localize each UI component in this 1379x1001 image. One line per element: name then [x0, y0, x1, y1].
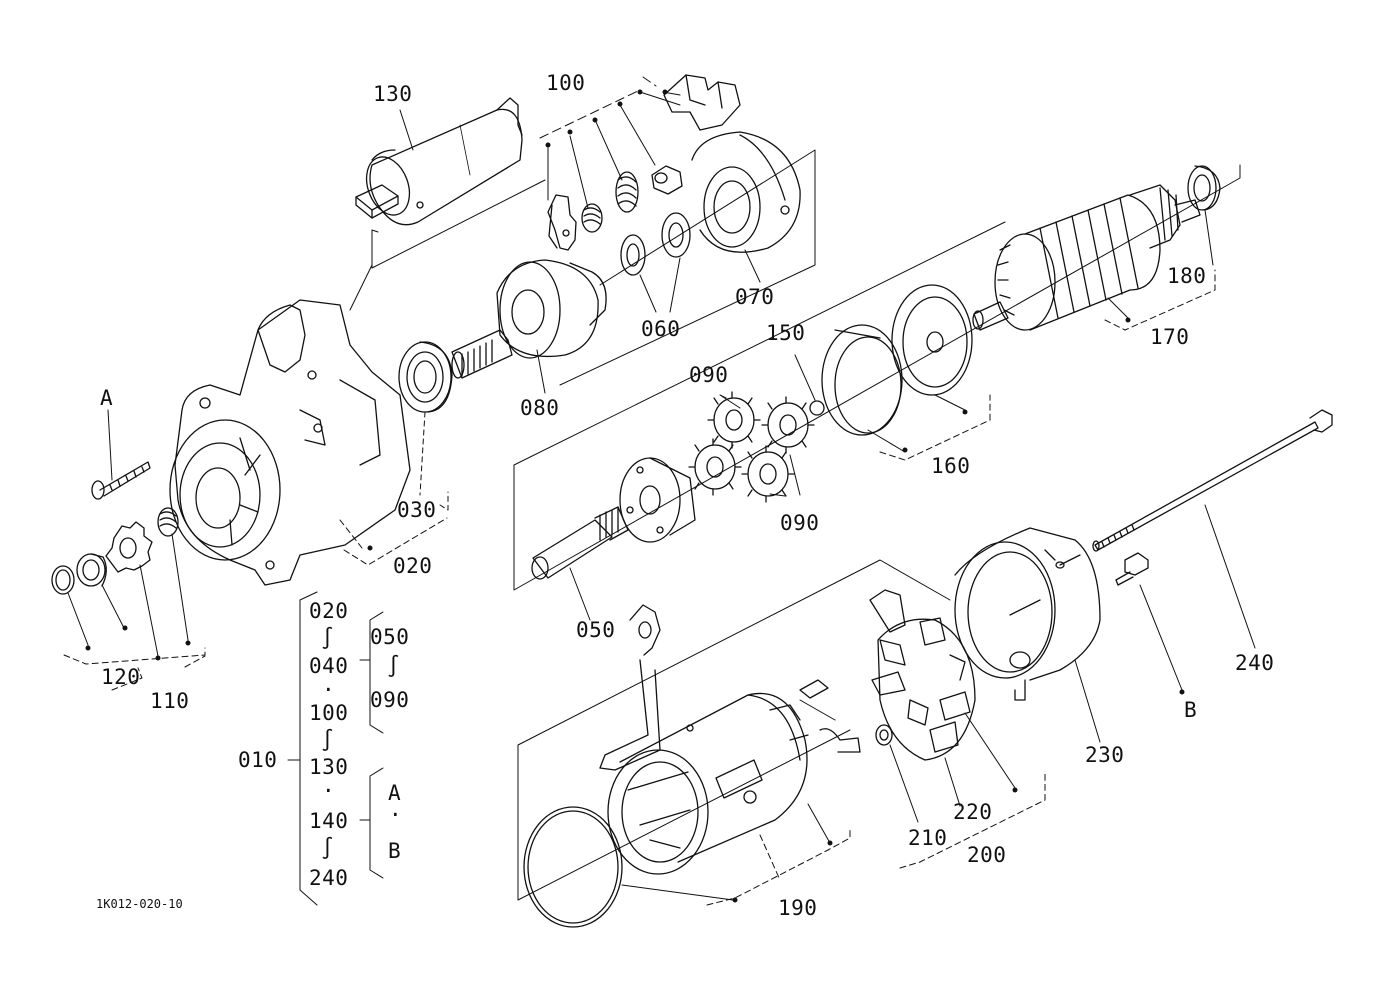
callout-150: 150	[766, 321, 806, 345]
callout-090-bottom: 090	[780, 511, 820, 535]
front-bracket-part	[169, 299, 411, 586]
assembly-010: 010	[238, 748, 278, 772]
callout-070: 070	[735, 285, 775, 309]
index-dot-2: ·	[322, 779, 336, 803]
terminal-cover-part	[663, 74, 741, 131]
rear-bearing-part	[1187, 165, 1221, 211]
leader-lines	[63, 76, 1256, 906]
index-100: 100	[309, 701, 349, 725]
callout-ref-b: B	[1184, 698, 1198, 722]
solenoid-switch-part	[355, 97, 523, 226]
clutch-shaft-part	[451, 259, 607, 379]
callout-130: 130	[373, 82, 413, 106]
callout-120: 120	[101, 665, 141, 689]
planet-gear-part	[688, 391, 815, 503]
brush-holder-part	[869, 589, 976, 761]
brush-lead-part	[799, 679, 861, 753]
washer-part	[620, 212, 691, 276]
index-040: 040	[309, 654, 349, 678]
callout-160: 160	[931, 454, 971, 478]
brush-spring-part	[875, 724, 893, 746]
index-sub-dot: ·	[389, 803, 403, 827]
index-a: A	[388, 781, 402, 805]
screw-a-part	[91, 461, 151, 500]
index-sub-wave: ∫	[387, 654, 401, 678]
callout-080: 080	[520, 396, 560, 420]
callout-200: 200	[967, 843, 1007, 867]
callout-dots	[85, 89, 1185, 903]
pinion-gear-part	[105, 521, 153, 573]
index-dot-1: ·	[322, 678, 336, 702]
internal-gear-part	[821, 324, 903, 436]
end-housing-part	[691, 131, 801, 253]
packing-plate-part	[891, 284, 973, 396]
index-050: 050	[370, 625, 410, 649]
index-020: 020	[309, 599, 349, 623]
spring-pinion-part	[157, 507, 179, 537]
armature-part	[972, 184, 1201, 331]
o-ring-part	[523, 806, 623, 928]
index-240: 240	[309, 866, 349, 890]
callout-220: 220	[953, 800, 993, 824]
callout-050: 050	[576, 618, 616, 642]
callout-ref-a: A	[100, 386, 114, 410]
plunger-part	[651, 165, 683, 195]
callout-170: 170	[1150, 325, 1190, 349]
spring-large-part	[615, 171, 639, 213]
screw-b-part	[1115, 552, 1149, 586]
index-b: B	[388, 839, 402, 863]
index-090: 090	[370, 688, 410, 712]
callout-030: 030	[397, 498, 437, 522]
yoke-part	[607, 692, 809, 875]
callout-190: 190	[778, 896, 818, 920]
index-wave-1: ∫	[321, 626, 335, 650]
pinion-shaft-part	[531, 457, 696, 580]
front-bearing-part	[398, 341, 453, 413]
callout-110: 110	[150, 689, 190, 713]
index-wave-3: ∫	[321, 836, 335, 860]
callout-090-top: 090	[689, 363, 729, 387]
spring-small-part	[581, 203, 603, 233]
through-bolt-part	[1092, 409, 1333, 552]
index-140: 140	[309, 809, 349, 833]
rear-end-frame-part	[954, 527, 1101, 701]
snap-ring-part	[51, 565, 75, 595]
callout-020: 020	[393, 554, 433, 578]
callout-060: 060	[641, 317, 681, 341]
steel-ball-part	[809, 400, 825, 416]
callout-180: 180	[1167, 264, 1207, 288]
stop-collar-part	[76, 553, 107, 587]
drive-lever-part	[547, 194, 577, 251]
drawing-code: 1K012-020-10	[96, 897, 183, 911]
index-wave-2: ∫	[321, 728, 335, 752]
callout-240: 240	[1235, 651, 1275, 675]
field-lead-part	[599, 604, 661, 771]
callout-210: 210	[908, 826, 948, 850]
callout-100: 100	[546, 71, 586, 95]
index-130: 130	[309, 755, 349, 779]
callout-230: 230	[1085, 743, 1125, 767]
assembly-index-brackets	[287, 591, 384, 906]
